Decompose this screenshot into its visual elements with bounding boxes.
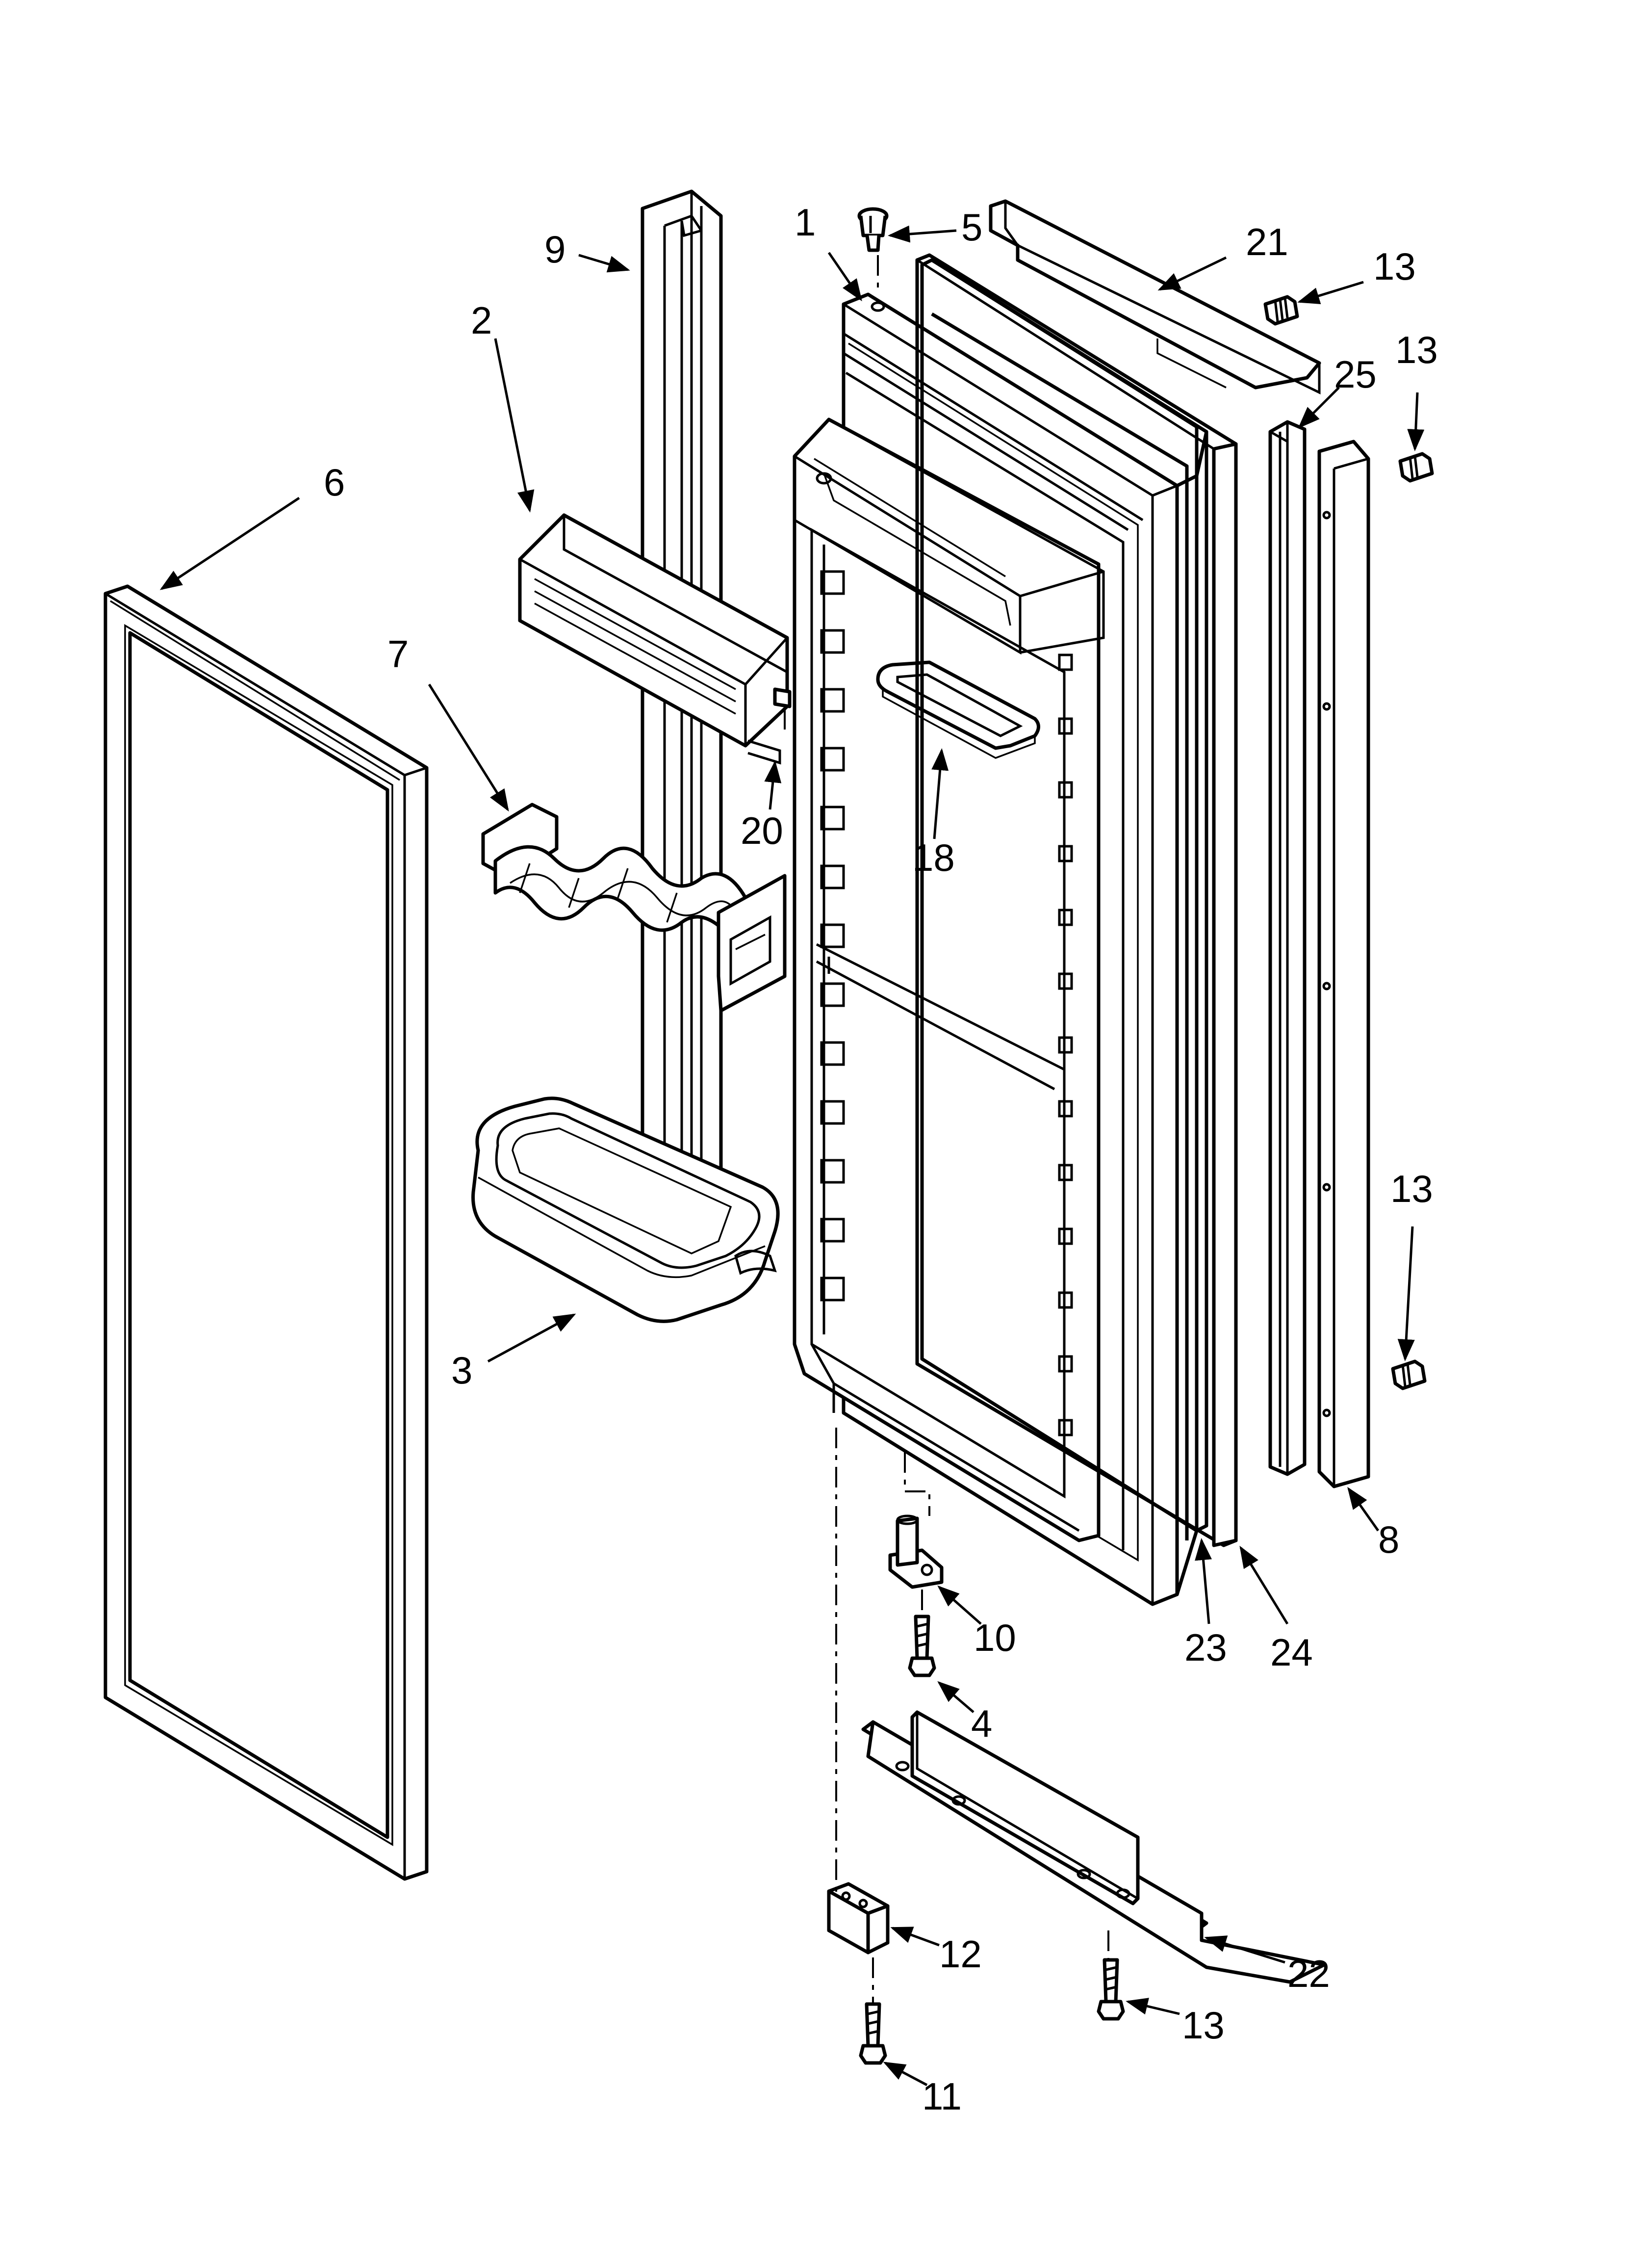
callout-20: 20 <box>741 809 783 852</box>
callout-22: 22 <box>1287 1952 1330 1995</box>
callout-4: 4 <box>971 1702 992 1745</box>
callout-13-bottom: 13 <box>1182 2004 1225 2047</box>
door-panel-inner-part[interactable] <box>920 258 1208 1595</box>
side-seal-part[interactable] <box>1268 420 1307 1476</box>
callout-21: 21 <box>1246 220 1288 263</box>
callout-8: 8 <box>1378 1518 1399 1561</box>
callout-10: 10 <box>974 1616 1016 1659</box>
outer-door-panel-part[interactable] <box>915 253 1238 1547</box>
screw-part[interactable] <box>859 2002 887 2065</box>
callout-3: 3 <box>451 1349 472 1392</box>
callout-13-lower-right: 13 <box>1390 1167 1433 1210</box>
callout-13-upper-right: 13 <box>1395 328 1438 371</box>
leader-arrows <box>159 225 1425 2086</box>
callout-24: 24 <box>1270 1631 1313 1674</box>
callout-7: 7 <box>387 632 409 676</box>
callout-2: 2 <box>471 299 492 342</box>
bottom-bracket-part[interactable] <box>861 1710 1326 1984</box>
callout-25: 25 <box>1334 353 1377 396</box>
dairy-door-hinge-pin-part[interactable] <box>773 687 792 708</box>
door-bin-part[interactable] <box>471 1096 780 1323</box>
screw-part[interactable] <box>1263 295 1299 326</box>
callout-9: 9 <box>544 228 565 271</box>
callout-23: 23 <box>1184 1626 1227 1669</box>
callout-11: 11 <box>922 2075 962 2118</box>
callout-18: 18 <box>912 836 955 879</box>
door-gasket-part[interactable] <box>103 584 429 1881</box>
callout-13-top: 13 <box>1373 245 1416 288</box>
can-rack-part[interactable] <box>481 803 787 1013</box>
screw-part[interactable] <box>908 1615 936 1677</box>
callout-5: 5 <box>961 206 982 249</box>
screw-part[interactable] <box>1391 1359 1427 1390</box>
side-trim-part[interactable] <box>1317 440 1370 1488</box>
alignment-lines <box>784 255 1109 2004</box>
callout-1: 1 <box>795 201 816 244</box>
callout-labels: 1 2 3 4 5 6 7 8 9 10 11 12 13 13 13 13 1… <box>324 201 1438 2118</box>
callout-6: 6 <box>324 461 345 504</box>
hinge-part[interactable] <box>827 1882 890 1955</box>
top-trim-part[interactable] <box>989 199 1321 395</box>
hinge-pin-part[interactable] <box>888 1514 944 1589</box>
screw-part[interactable] <box>1398 452 1434 483</box>
door-liner-part[interactable] <box>793 292 1179 1606</box>
plug-button-part[interactable] <box>857 207 889 252</box>
screw-part[interactable] <box>1097 1958 1125 2021</box>
callout-12: 12 <box>939 1932 982 1976</box>
